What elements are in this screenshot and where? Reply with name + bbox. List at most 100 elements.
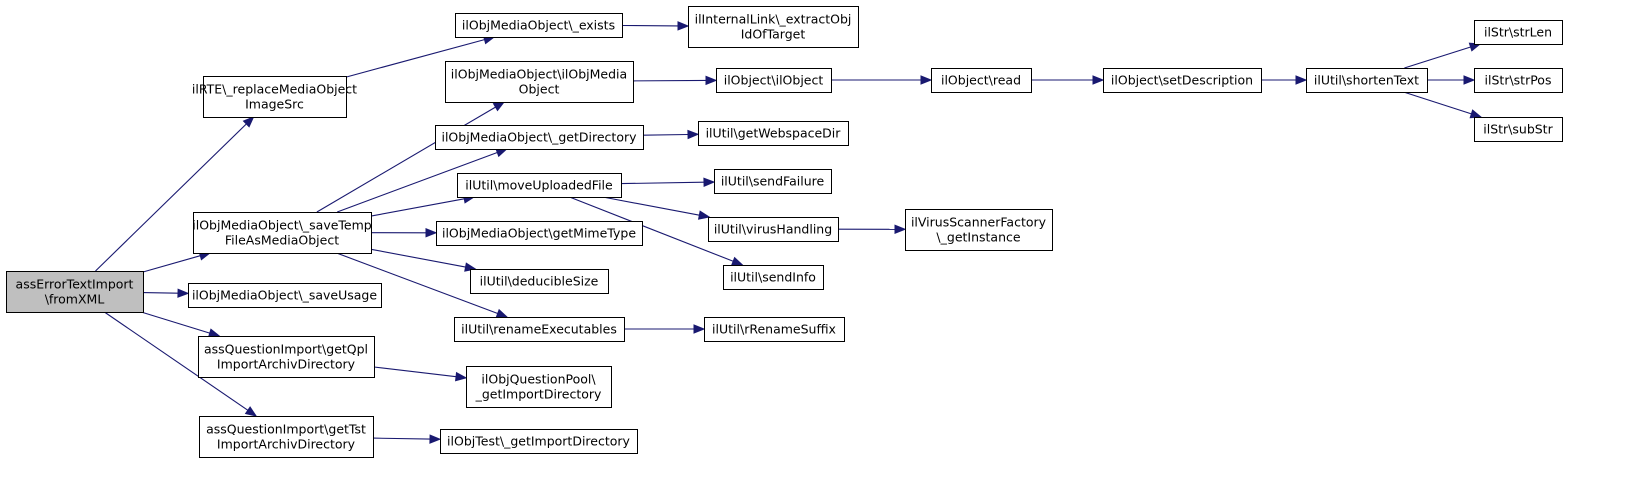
node-label-line: IdOfTarget bbox=[741, 27, 806, 42]
edge-mobCtor-to-objCtor bbox=[632, 75, 718, 86]
node-ilobjmediaobject-getmimetype[interactable]: ilObjMediaObject\getMimeType bbox=[436, 221, 643, 246]
node-box bbox=[6, 271, 144, 313]
arrowhead-icon bbox=[207, 328, 221, 338]
node-box bbox=[1306, 68, 1428, 93]
node-box bbox=[466, 366, 612, 408]
edge-moveUpl-to-virus bbox=[602, 196, 711, 220]
node-box bbox=[1103, 68, 1262, 93]
node-ilstr-strlen[interactable]: ilStr\strLen bbox=[1474, 20, 1563, 45]
node-label-line: ilRTE\_replaceMediaObject bbox=[192, 82, 357, 97]
node-box bbox=[440, 429, 638, 454]
edge-line bbox=[142, 292, 179, 294]
node-label-line: ilUtil\getWebspaceDir bbox=[706, 126, 842, 141]
node-ilstr-strpos[interactable]: ilStr\strPos bbox=[1474, 68, 1563, 93]
node-label-line: ilStr\strLen bbox=[1484, 25, 1552, 40]
node-label-line: ilVirusScannerFactory bbox=[911, 215, 1047, 230]
node-ilutil-moveuploadedfile[interactable]: ilUtil\moveUploadedFile bbox=[457, 173, 622, 198]
edge-line bbox=[336, 252, 498, 315]
node-asserrortextimport-fromxml[interactable]: assErrorTextImport\fromXML bbox=[6, 271, 144, 313]
edge-line bbox=[142, 255, 201, 273]
node-label-line: ImportArchivDirectory bbox=[217, 437, 356, 452]
node-label-line: ilObjMediaObject\getMimeType bbox=[442, 226, 636, 241]
node-ilobject-setdescription[interactable]: ilObject\setDescription bbox=[1103, 68, 1262, 93]
node-label-line: assQuestionImport\getQpl bbox=[204, 342, 368, 357]
node-ilutil-rrenamesuffix[interactable]: ilUtil\rRenameSuffix bbox=[704, 317, 845, 342]
node-label-line: ilObjMediaObject\ilObjMedia bbox=[451, 67, 627, 82]
node-ilobject-ilobject[interactable]: ilObject\ilObject bbox=[716, 68, 832, 93]
node-label-line: ilUtil\sendInfo bbox=[730, 270, 816, 285]
arrowhead-icon bbox=[697, 210, 711, 220]
node-ilutil-deduciblesize[interactable]: ilUtil\deducibleSize bbox=[470, 269, 609, 294]
node-ilobjmediaobject-exists[interactable]: ilObjMediaObject\_exists bbox=[455, 13, 623, 38]
edge-saveTemp-to-moveUpl bbox=[370, 194, 476, 217]
node-label-line: ilObject\setDescription bbox=[1111, 73, 1253, 88]
edge-line bbox=[104, 311, 249, 411]
edge-tstDir-to-tstImpDir bbox=[372, 434, 442, 444]
edge-line bbox=[569, 196, 734, 262]
node-assquestionimport-gettstimportarchivdirectory[interactable]: assQuestionImport\getTstImportArchivDire… bbox=[199, 416, 374, 458]
edge-line bbox=[632, 79, 707, 82]
node-box bbox=[199, 416, 374, 458]
node-label-line: \fromXML bbox=[45, 292, 105, 307]
node-ilutil-renameexecutables[interactable]: ilUtil\renameExecutables bbox=[454, 317, 625, 342]
node-ilutil-sendfailure[interactable]: ilUtil\sendFailure bbox=[714, 169, 832, 194]
node-ilobjmediaobject-ilobjmediaobject[interactable]: ilObjMediaObject\ilObjMediaObject bbox=[445, 61, 634, 103]
edge-line bbox=[372, 437, 431, 440]
arrowhead-icon bbox=[1463, 75, 1476, 85]
node-assquestionimport-getqplimportarchivdirectory[interactable]: assQuestionImport\getQplImportArchivDire… bbox=[198, 336, 375, 378]
node-label-line: ilObject\ilObject bbox=[724, 73, 824, 88]
node-ilutil-shortentext[interactable]: ilUtil\shortenText bbox=[1306, 68, 1428, 93]
node-label-line: ilUtil\deducibleSize bbox=[480, 274, 599, 289]
node-box bbox=[193, 212, 372, 254]
node-box bbox=[445, 61, 634, 103]
edge-line bbox=[602, 196, 700, 216]
node-box bbox=[198, 336, 375, 378]
node-label-line: ilInternalLink\_extractObj bbox=[695, 12, 852, 27]
node-label-line: ilUtil\moveUploadedFile bbox=[465, 178, 613, 193]
node-box bbox=[1474, 20, 1563, 45]
node-ilobject-read[interactable]: ilObject\read bbox=[931, 68, 1032, 93]
arrowhead-icon bbox=[693, 324, 706, 334]
edge-line bbox=[337, 151, 498, 213]
edge-line bbox=[620, 181, 705, 185]
node-ilutil-sendinfo[interactable]: ilUtil\sendInfo bbox=[723, 265, 824, 290]
edge-line bbox=[373, 366, 457, 378]
node-label-line: ilObjQuestionPool\ bbox=[481, 372, 596, 387]
node-ilutil-virushandling[interactable]: ilUtil\virusHandling bbox=[708, 217, 839, 242]
edge-qplDir-to-qpImpDir bbox=[373, 366, 468, 382]
node-label-line: _getImportDirectory bbox=[475, 387, 602, 402]
node-ilobjquestionpool-getimportdirectory[interactable]: ilObjQuestionPool\_getImportDirectory bbox=[466, 366, 612, 408]
edge-root-to-tstDir bbox=[104, 311, 258, 417]
node-box bbox=[1474, 117, 1563, 142]
node-ilobjmediaobject-getdirectory[interactable]: ilObjMediaObject\_getDirectory bbox=[435, 125, 644, 150]
node-label-line: ilUtil\shortenText bbox=[1314, 73, 1419, 88]
edge-line bbox=[95, 123, 247, 272]
node-label-line: ilUtil\rRenameSuffix bbox=[712, 322, 836, 337]
node-ilutil-getwebspacedir[interactable]: ilUtil\getWebspaceDir bbox=[698, 121, 849, 146]
node-label-line: ilObjTest\_getImportDirectory bbox=[447, 434, 630, 449]
node-ilstr-substr[interactable]: ilStr\subStr bbox=[1474, 117, 1563, 142]
edge-virus-to-virusFac bbox=[837, 224, 907, 235]
edge-exists-to-extract bbox=[621, 21, 690, 31]
edge-renameExe-to-rRename bbox=[624, 324, 706, 334]
node-ilvirusscannerfactory-getinstance[interactable]: ilVirusScannerFactory\_getInstance bbox=[905, 209, 1053, 251]
node-ilobjtest-getimportdirectory[interactable]: ilObjTest\_getImportDirectory bbox=[440, 429, 638, 454]
edge-line bbox=[1404, 46, 1471, 69]
arrowhead-icon bbox=[677, 21, 690, 31]
node-label-line: FileAsMediaObject bbox=[225, 233, 339, 248]
node-ilobjmediaobject-savetempfileasmediaobject[interactable]: ilObjMediaObject\_saveTempFileAsMediaObj… bbox=[192, 212, 372, 254]
node-label-line: ImageSrc bbox=[245, 97, 304, 112]
node-box bbox=[704, 317, 845, 342]
node-label-line: ilStr\subStr bbox=[1483, 122, 1553, 137]
node-box bbox=[470, 269, 609, 294]
edge-objCtor-to-read bbox=[831, 75, 933, 85]
node-label-line: ilStr\strPos bbox=[1485, 73, 1552, 88]
edge-line bbox=[370, 198, 465, 217]
node-box bbox=[455, 13, 623, 38]
node-ilobjmediaobject-saveusage[interactable]: ilObjMediaObject\_saveUsage bbox=[188, 283, 382, 308]
arrowhead-icon bbox=[495, 308, 509, 318]
node-box bbox=[188, 283, 382, 308]
edge-root-to-rte bbox=[95, 116, 255, 272]
